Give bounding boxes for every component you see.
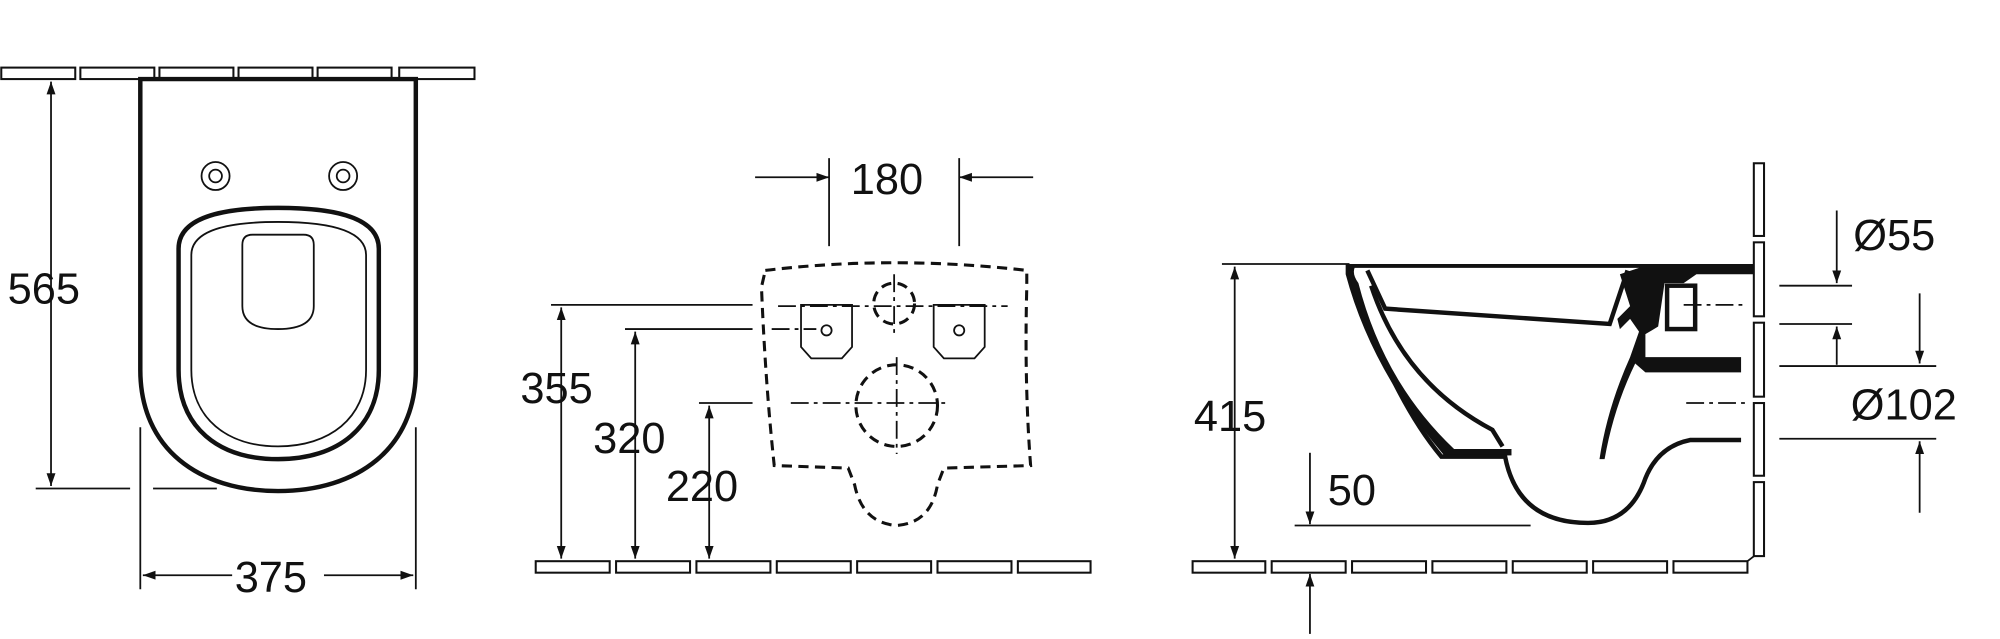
inlet-diameter-dimension: Ø55 bbox=[1779, 210, 1935, 365]
height-355-label: 355 bbox=[520, 365, 592, 413]
fixing-hole-right bbox=[953, 324, 966, 337]
inlet-connector bbox=[1664, 283, 1698, 332]
floor-bricks-side bbox=[1191, 547, 1765, 574]
water-inlet-circle bbox=[872, 281, 917, 326]
seat-outer bbox=[176, 205, 382, 462]
height-dimensions: 355 320 220 bbox=[520, 303, 753, 559]
outlet-diameter-dimension: Ø102 bbox=[1779, 293, 1957, 513]
seat-lid bbox=[241, 233, 315, 330]
bowl-profile-outer bbox=[1345, 264, 1754, 460]
width-label: 375 bbox=[235, 554, 307, 602]
fixing-plate-right bbox=[932, 303, 986, 360]
spacing-dimension: 180 bbox=[755, 156, 1034, 247]
spacing-label: 180 bbox=[851, 156, 923, 204]
inlet-diameter-label: Ø55 bbox=[1853, 212, 1935, 260]
rim-shelf bbox=[1365, 269, 1630, 327]
floor-offset-label: 50 bbox=[1328, 467, 1376, 515]
rim-height-label: 415 bbox=[1194, 393, 1266, 441]
side-view: 415 50 Ø55 Ø102 bbox=[1191, 162, 1957, 634]
height-320-label: 320 bbox=[593, 415, 665, 463]
floor-bricks bbox=[534, 560, 1092, 574]
rim-height-dimension: 415 bbox=[1194, 263, 1350, 559]
seat-fixing-holes bbox=[200, 161, 359, 191]
depth-label: 565 bbox=[8, 266, 80, 314]
fixing-template-outline bbox=[759, 261, 1033, 528]
top-view: 565 375 bbox=[0, 66, 476, 602]
bowl-outline-curve bbox=[1347, 269, 1742, 526]
bowl-inner-curve bbox=[1369, 285, 1505, 448]
wall-bricks-side bbox=[1752, 162, 1766, 558]
fixing-plate-left bbox=[800, 303, 853, 360]
bowl-outline bbox=[138, 76, 419, 494]
floor-offset-dimension: 50 bbox=[1294, 452, 1531, 634]
wall-bricks bbox=[0, 66, 476, 81]
rear-view: 180 355 320 220 bbox=[520, 156, 1092, 574]
outlet-diameter-label: Ø102 bbox=[1851, 382, 1957, 430]
seat-inner bbox=[190, 221, 367, 448]
height-220-label: 220 bbox=[666, 463, 738, 511]
depth-dimension: 565 bbox=[8, 81, 217, 490]
fixing-hole-left bbox=[820, 324, 833, 337]
width-dimension: 375 bbox=[139, 427, 417, 602]
